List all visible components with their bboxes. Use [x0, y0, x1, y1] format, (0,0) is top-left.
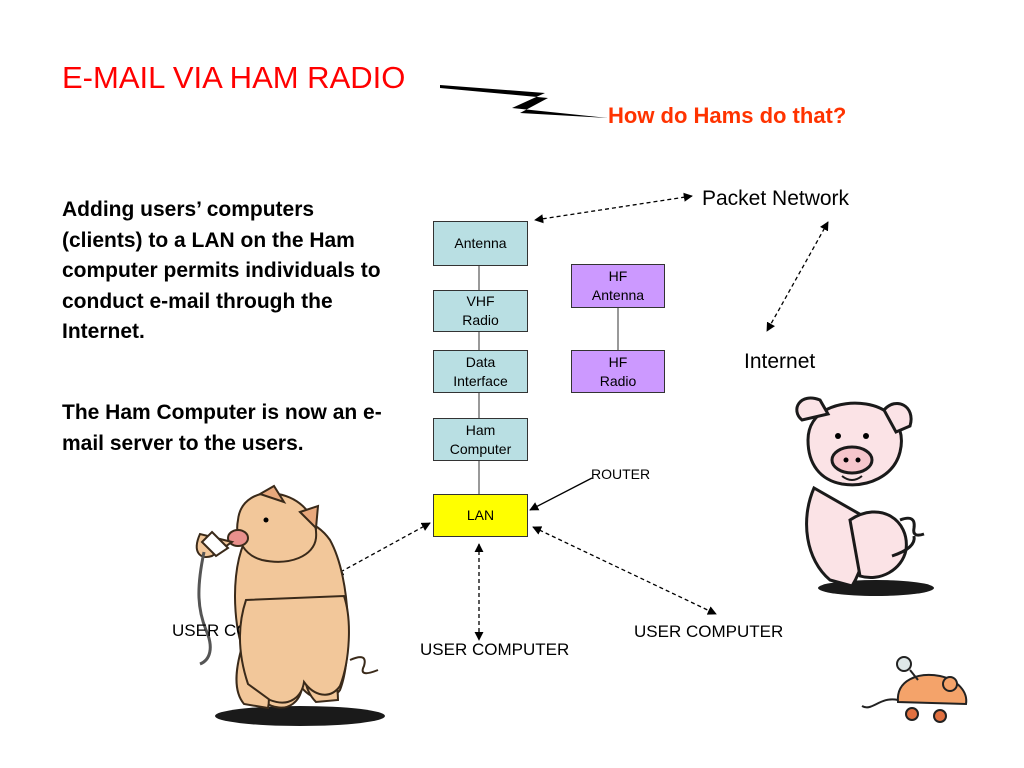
ham-computer-box: Ham Computer — [433, 418, 528, 461]
vhf-radio-box: VHF Radio — [433, 290, 528, 332]
packet-network-label: Packet Network — [702, 187, 850, 210]
user-computer-center-label: USER COMPUTER — [420, 640, 570, 659]
user-computer-left-label: USER COMPUTER — [172, 621, 322, 640]
arrow-lan-user-right — [532, 526, 717, 615]
pig-with-plug-icon — [195, 484, 385, 726]
paragraph-lan-clients: Adding users’ computers (clients) to a L… — [62, 198, 381, 343]
page-title: E-MAIL VIA HAM RADIO — [62, 60, 406, 95]
internet-label: Internet — [744, 350, 816, 373]
antenna-box: Antenna — [433, 221, 528, 266]
arrow-packet-network-antenna — [534, 192, 693, 224]
arrow-lan-user-left — [334, 522, 431, 576]
paragraph-email-server: The Ham Computer is now an e-mail server… — [62, 401, 382, 455]
subtitle: How do Hams do that? — [608, 103, 847, 128]
user-computer-right-label: USER COMPUTER — [634, 622, 784, 641]
lightning-bolt-icon — [440, 85, 608, 118]
lan-box: LAN — [433, 494, 528, 537]
box-connectors — [478, 266, 619, 494]
router-label: ROUTER — [591, 466, 651, 482]
wind-up-mouse-icon — [861, 656, 968, 723]
arrow-packet-network-internet — [766, 221, 829, 332]
hf-radio-box: HF Radio — [571, 350, 665, 393]
dancing-pig-icon — [795, 396, 934, 596]
data-interface-box: Data Interface — [433, 350, 528, 393]
hf-antenna-box: HF Antenna — [571, 264, 665, 308]
router-pointer-arrow — [529, 477, 593, 511]
